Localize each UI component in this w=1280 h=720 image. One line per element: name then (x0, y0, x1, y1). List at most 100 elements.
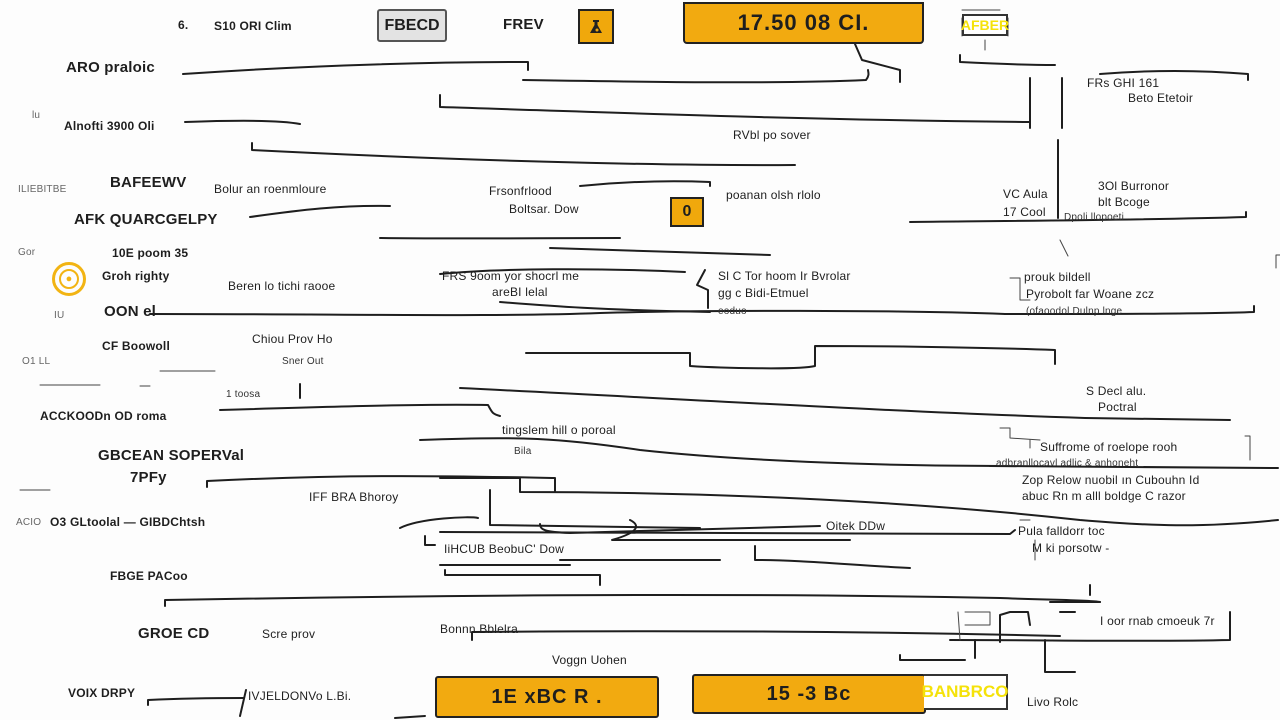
flask-icon (590, 19, 602, 33)
left-label-13: GROE CD (138, 625, 210, 642)
main-value: 17.50 08 CI. (737, 10, 870, 35)
connector (999, 611, 1076, 643)
left-label-2: BAFEEWV (110, 174, 187, 191)
connector (957, 611, 991, 641)
label-suffrome: Suffrome of roelope rooh (1040, 440, 1178, 454)
connector (182, 61, 529, 75)
label-pula: Pula falldorr toc (1018, 524, 1105, 538)
footer-note: Livo Rolc (1027, 695, 1079, 709)
connector (499, 301, 711, 313)
label-frsonfrlood: Frsonfrlood (489, 184, 552, 198)
main-value-banner: 17.50 08 CI. (683, 2, 924, 44)
connector (184, 119, 301, 125)
connector (1059, 239, 1069, 257)
footer-value-2: 15 -3 Bc (766, 682, 852, 705)
left-note-0: lu (32, 110, 41, 121)
label-sol-burronor: 3Ol Burronor (1098, 179, 1170, 193)
connector (424, 535, 436, 546)
footer-value-1: 1E xBC R . (491, 685, 603, 708)
label-lefaoe: (ofaoodol Dulnp lnge (1026, 306, 1123, 317)
left-label-11: O3 GLtoolal — GIBDChtsh (50, 515, 206, 529)
label-rvbl: RVbl po sover (733, 128, 811, 142)
label-scre-prov: Scre prov (262, 627, 316, 641)
connector (439, 564, 601, 586)
label-frs-room: FRS 9oom yor shocrl me (442, 269, 580, 283)
connector (399, 516, 479, 529)
header-label: FREV (503, 16, 544, 33)
connector (999, 427, 1041, 449)
label-boltsar: Boltsar. Dow (509, 202, 579, 216)
connector (439, 94, 1031, 123)
connector (489, 489, 821, 534)
connector (471, 630, 1061, 641)
left-label-0: ARO praloic (66, 59, 155, 76)
header-title: S10 ORI Clim (214, 19, 292, 33)
label-vc-aula: VC Aula (1003, 187, 1048, 201)
label-lihcub: IiHCUB BeobuC' Dow (444, 542, 564, 556)
label-iff-bra: IFF BRA Bhoroy (309, 490, 399, 504)
left-note-1: ILIEBITBE (18, 184, 67, 195)
connector (549, 247, 771, 256)
connector (959, 54, 1056, 66)
footer-value-bar-2[interactable]: 15 -3 Bc (692, 674, 926, 714)
label-sdecl: S Decl alu. (1086, 384, 1147, 398)
left-label-10: 7PFy (130, 469, 167, 486)
connector (149, 309, 1006, 317)
label-pyroboll: Pyrobolt far Woane zcz (1026, 287, 1155, 301)
connector (1049, 584, 1101, 603)
left-note-5: ACIO (16, 517, 42, 528)
connector (419, 437, 1001, 467)
footer-value-bar-1[interactable]: 1E xBC R . (435, 676, 659, 718)
primary-gray-button[interactable]: FBECD (377, 9, 447, 42)
label-gg: gg c Bidi-Etmuel (718, 286, 809, 300)
left-label-4: 10E poom 35 (112, 246, 189, 260)
connector (611, 519, 851, 541)
label-frs-grill: FRs GHI 161 (1087, 76, 1160, 90)
label-beter: Beto Etetoir (1128, 91, 1194, 105)
left-label-14: VOIX DRPY (68, 686, 136, 700)
connector (39, 384, 151, 387)
connector (854, 43, 901, 83)
label-chiou: Chiou Prov Ho (252, 332, 333, 346)
left-label-1: Alnofti 3900 Oli (64, 119, 155, 133)
connector (249, 204, 391, 218)
yellow-tag-label: AFBER (960, 17, 1010, 33)
left-note-3: IU (54, 310, 65, 321)
flask-button[interactable] (578, 9, 614, 44)
label-zop: Zop Relow nuobil ın Cubouhn Id (1022, 473, 1200, 487)
connector (147, 697, 245, 706)
connector (1244, 435, 1251, 461)
label-voggn: Voggn Uohen (552, 653, 627, 667)
left-label-7: CF Boowoll (102, 339, 170, 353)
label-bonnn: Bonnn Bblelra (440, 622, 518, 636)
connector (579, 180, 711, 187)
label-sner-out: Sner Out (282, 356, 324, 367)
label-abuc: abuc Rn m alll boldge C razor (1022, 489, 1186, 503)
left-label-8: ACCKOODn OD roma (40, 409, 167, 423)
label-subline: adbranllocavl adlic & anhoneht (996, 458, 1139, 469)
label-ui-cool: 17 Cool (1003, 205, 1046, 219)
status-ring-icon[interactable]: ● (52, 262, 86, 296)
label-bila: Bila (514, 446, 532, 457)
header-mark: 6. (178, 18, 189, 32)
label-tingslem: tingslem hill o poroal (502, 423, 616, 437)
label-porsotw: M ki porsotw - (1032, 541, 1110, 555)
left-label-5: Groh righty (102, 269, 170, 283)
label-beren: Beren lo tichi raooe (228, 279, 336, 293)
connector (559, 545, 911, 569)
label-poanan: poanan olsh rlolo (726, 188, 821, 202)
connector (899, 639, 1076, 673)
label-prouk: prouk bildell (1024, 270, 1091, 284)
yellow-tag-top: AFBER (960, 14, 1010, 36)
left-note-4: O1 LL (22, 356, 51, 367)
label-eoduo: eoduo (718, 306, 747, 317)
left-label-3: AFK QUARCGELPY (74, 211, 218, 228)
gray-button-label: FBECD (384, 16, 440, 34)
left-label-12: FBGE PACoo (110, 569, 188, 583)
connector (251, 142, 796, 167)
left-note-2: Gor (18, 247, 36, 258)
label-i-oor: I oor rnab cmoeuk 7r (1100, 614, 1215, 628)
count-badge[interactable]: 0 (670, 197, 704, 227)
label-dpoil: Dpoli llopoeti (1064, 212, 1125, 223)
